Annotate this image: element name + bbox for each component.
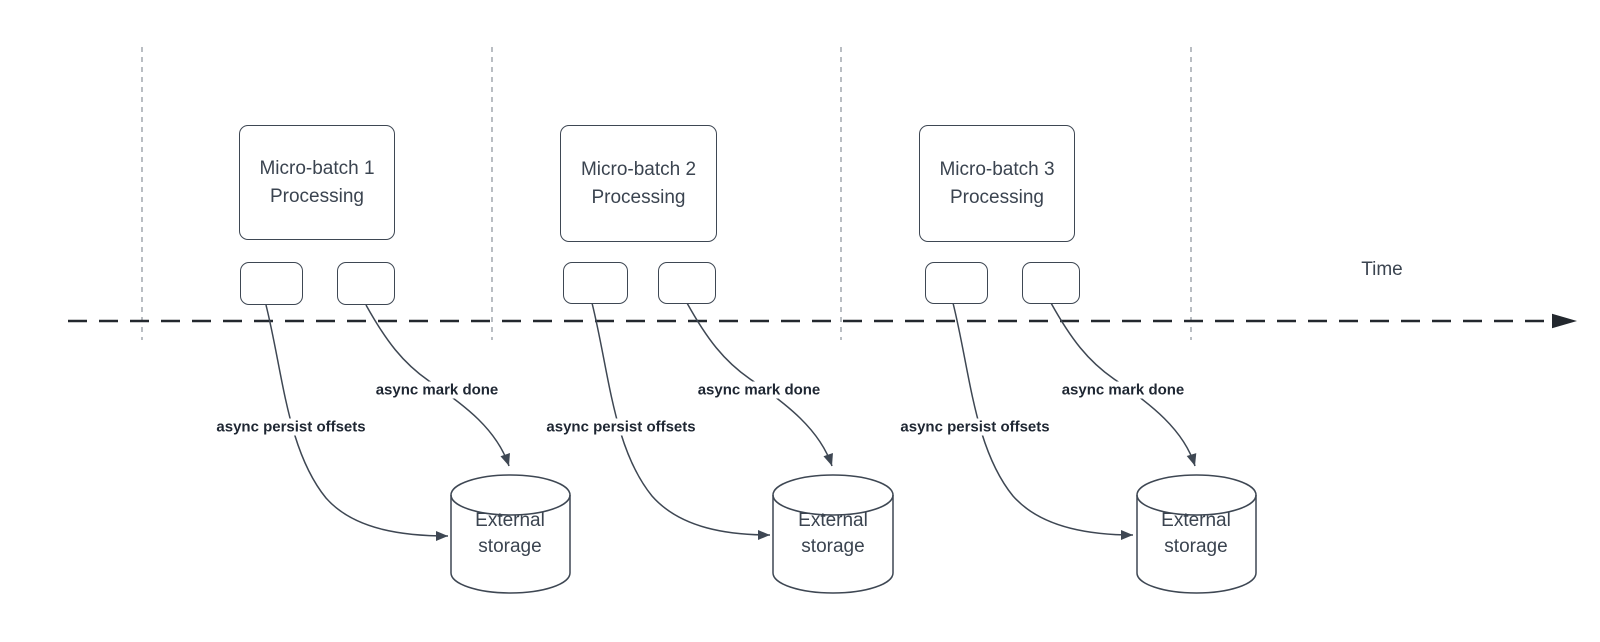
storage-cylinder-rim-2 xyxy=(772,494,894,516)
async-mark-done-label-3: async mark done xyxy=(1058,381,1188,399)
storage-cylinder-body-3 xyxy=(1136,474,1257,594)
storage-cylinder-rim-3 xyxy=(1136,494,1257,516)
external-storage-label-1-line2: storage xyxy=(478,536,542,557)
storage-cylinder-rim-1 xyxy=(450,494,571,516)
external-storage-label-1-line1: External xyxy=(475,510,545,531)
external-storage-label-3: External storage xyxy=(1161,508,1231,560)
storage-cylinder-2 xyxy=(772,474,894,594)
persist-offsets-arrow-3 xyxy=(952,302,1134,540)
persist-offsets-arrow-2 xyxy=(591,302,771,540)
external-storage-label-2: External storage xyxy=(798,508,868,560)
storage-cylinder-3 xyxy=(1136,474,1257,594)
micro-batch-1-processing-node: Micro-batch 1 Processing xyxy=(239,125,395,240)
mark-done-task-node-1 xyxy=(337,262,395,305)
micro-batch-1-title-line1: Micro-batch 1 xyxy=(259,157,375,179)
micro-batch-2-title-line1: Micro-batch 2 xyxy=(580,158,697,180)
mark-done-task-node-2 xyxy=(658,262,716,304)
persist-offsets-task-node-1 xyxy=(240,262,303,305)
mark-done-arrow-1 xyxy=(365,304,510,467)
external-storage-label-3-line2: storage xyxy=(1164,536,1228,557)
async-mark-done-label-2: async mark done xyxy=(694,381,824,399)
micro-batch-1-title-line2: Processing xyxy=(269,185,364,207)
external-storage-label-1: External storage xyxy=(475,508,545,560)
micro-batch-2-title-line2: Processing xyxy=(591,186,686,208)
persist-offsets-task-node-3 xyxy=(925,262,988,304)
storage-cylinder-body-2 xyxy=(772,474,894,594)
mark-done-arrow-3 xyxy=(1050,302,1197,467)
mark-done-task-node-3 xyxy=(1022,262,1080,304)
async-mark-done-label-1: async mark done xyxy=(372,381,502,399)
micro-batch-3-title-line1: Micro-batch 3 xyxy=(939,158,1055,180)
time-axis-label: Time xyxy=(1361,259,1403,280)
persist-offsets-task-node-2 xyxy=(563,262,628,304)
external-storage-label-2-line2: storage xyxy=(801,536,865,557)
micro-batch-3-title-line2: Processing xyxy=(949,186,1044,208)
micro-batch-2-processing-node: Micro-batch 2 Processing xyxy=(560,125,717,242)
storage-cylinder-1 xyxy=(450,474,571,594)
storage-cylinder-body-1 xyxy=(450,474,571,594)
async-persist-offsets-label-1: async persist offsets xyxy=(213,418,369,436)
micro-batch-3-processing-node: Micro-batch 3 Processing xyxy=(919,125,1075,242)
async-persist-offsets-label-2: async persist offsets xyxy=(543,418,699,436)
async-persist-offsets-label-3: async persist offsets xyxy=(897,418,1053,436)
mark-done-arrow-2 xyxy=(686,302,833,467)
persist-offsets-arrow-1 xyxy=(265,304,449,541)
external-storage-label-3-line1: External xyxy=(1161,510,1231,531)
external-storage-label-2-line1: External xyxy=(798,510,868,531)
timeline-arrowhead-icon xyxy=(1552,313,1577,329)
